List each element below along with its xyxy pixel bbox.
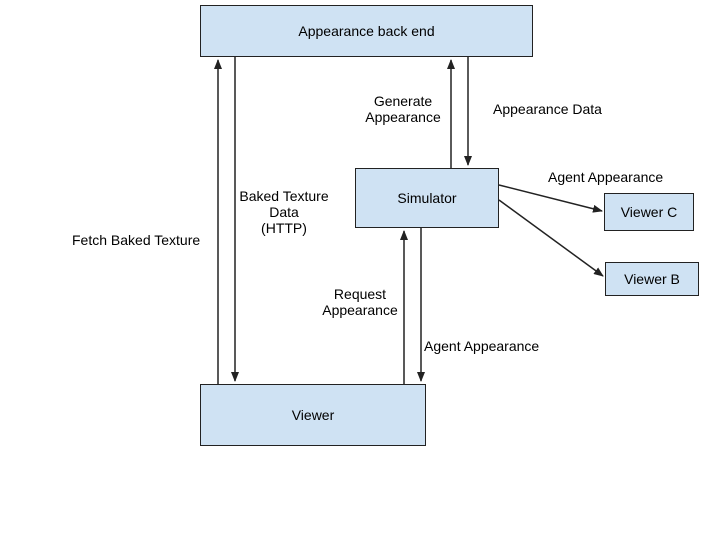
- agent-appearance-viewer-b-arrow: [498, 199, 604, 277]
- viewer-b-label: Viewer B: [624, 271, 680, 287]
- request-appearance-label: Request Appearance: [316, 286, 404, 318]
- request-appearance-line1: Request: [333, 286, 387, 302]
- baked-texture-data-line3: (HTTP): [261, 220, 307, 236]
- fetch-baked-texture-text: Fetch Baked Texture: [72, 232, 201, 248]
- generate-appearance-line1: Generate: [373, 93, 433, 109]
- viewer-box: Viewer: [200, 384, 426, 446]
- generate-appearance-label: Generate Appearance: [358, 93, 448, 125]
- appearance-data-label: Appearance Data: [493, 101, 602, 117]
- fetch-baked-texture-label: Fetch Baked Texture: [72, 232, 200, 248]
- agent-appearance-bottom-label: Agent Appearance: [424, 338, 539, 354]
- appearance-data-text: Appearance Data: [493, 101, 602, 117]
- simulator-label: Simulator: [397, 190, 457, 206]
- agent-appearance-top-text: Agent Appearance: [548, 169, 664, 185]
- simulator-box: Simulator: [355, 168, 499, 228]
- request-appearance-line2: Appearance: [322, 302, 398, 318]
- generate-appearance-line2: Appearance: [365, 109, 441, 125]
- viewer-b-box: Viewer B: [605, 262, 699, 296]
- viewer-c-label: Viewer C: [620, 204, 678, 220]
- baked-texture-data-label: Baked Texture Data (HTTP): [234, 188, 334, 236]
- baked-texture-data-line2: Data: [269, 204, 299, 220]
- baked-texture-data-line1: Baked Texture: [239, 188, 329, 204]
- appearance-backend-label: Appearance back end: [298, 23, 435, 39]
- viewer-label: Viewer: [291, 407, 335, 423]
- appearance-backend-box: Appearance back end: [200, 5, 533, 57]
- agent-appearance-bottom-text: Agent Appearance: [424, 338, 540, 354]
- agent-appearance-viewer-c-arrow: [498, 184, 603, 213]
- viewer-c-box: Viewer C: [604, 193, 694, 231]
- agent-appearance-top-label: Agent Appearance: [548, 169, 663, 185]
